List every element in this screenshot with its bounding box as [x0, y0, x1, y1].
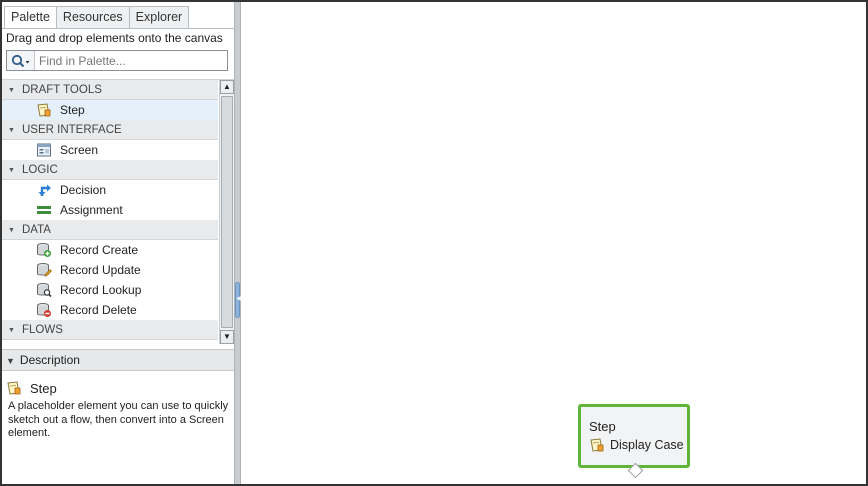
panel-splitter[interactable]: ◀: [234, 2, 241, 484]
category-logic[interactable]: ▼ LOGIC: [2, 160, 218, 180]
description-text: A placeholder element you can use to qui…: [8, 400, 229, 439]
screen-icon: [36, 142, 52, 158]
description-header[interactable]: ▼ Description: [2, 349, 234, 371]
palette-item-record-lookup[interactable]: Record Lookup: [2, 280, 218, 300]
tab-divider: [2, 28, 234, 29]
step-icon: [589, 437, 605, 453]
tab-explorer[interactable]: Explorer: [128, 6, 190, 28]
record-lookup-icon: [36, 282, 52, 298]
palette-search: [6, 50, 228, 71]
item-label: Step: [60, 103, 85, 117]
palette-item-record-create[interactable]: Record Create: [2, 240, 218, 260]
palette-item-decision[interactable]: Decision: [2, 180, 218, 200]
category-label: DRAFT TOOLS: [22, 84, 102, 96]
step-icon: [36, 102, 52, 118]
left-panel: Palette Resources Explorer Drag and drop…: [2, 2, 234, 484]
palette-scrollbar[interactable]: ▲ ▼: [219, 80, 234, 344]
palette-list: ▼ DRAFT TOOLS Step ▼ USER INTERFACE Screen: [2, 79, 234, 345]
node-label: Display Case: [610, 438, 684, 452]
collapse-triangle-icon: ▼: [8, 127, 15, 134]
search-options-button[interactable]: [7, 51, 35, 70]
description-title-label: Step: [30, 380, 57, 396]
category-data[interactable]: ▼ DATA: [2, 220, 218, 240]
canvas-step-node[interactable]: Step Display Case: [578, 404, 690, 468]
item-label: Record Create: [60, 243, 139, 257]
collapse-triangle-icon: ▼: [8, 327, 15, 334]
category-label: FLOWS: [22, 324, 63, 336]
category-draft-tools[interactable]: ▼ DRAFT TOOLS: [2, 80, 218, 100]
tab-resources[interactable]: Resources: [55, 6, 130, 28]
search-icon: [11, 54, 29, 67]
scroll-down-button[interactable]: ▼: [220, 330, 234, 344]
collapse-triangle-icon: ▼: [8, 167, 15, 174]
item-label: Record Lookup: [60, 283, 142, 297]
item-label: Assignment: [60, 203, 123, 217]
palette-item-step[interactable]: Step: [2, 100, 218, 120]
scroll-up-button[interactable]: ▲: [220, 80, 234, 94]
scroll-thumb[interactable]: [221, 96, 233, 328]
assignment-icon: [36, 202, 52, 218]
flow-canvas[interactable]: Step Display Case: [242, 2, 866, 484]
item-label: Decision: [60, 183, 107, 197]
decision-icon: [36, 182, 52, 198]
splitter-grip[interactable]: ◀: [235, 282, 241, 318]
item-label: Screen: [60, 143, 99, 157]
collapse-arrow-icon: ◀: [236, 296, 241, 302]
node-label-row: Display Case: [589, 437, 684, 453]
collapse-triangle-icon: ▼: [8, 227, 15, 234]
collapse-triangle-icon: ▼: [8, 87, 15, 94]
collapse-triangle-icon: ▼: [6, 356, 15, 366]
tab-palette[interactable]: Palette: [4, 6, 57, 29]
palette-item-record-update[interactable]: Record Update: [2, 260, 218, 280]
item-label: Record Delete: [60, 303, 137, 317]
description-header-label: Description: [19, 353, 80, 367]
category-flows[interactable]: ▼ FLOWS: [2, 320, 218, 340]
record-update-icon: [36, 262, 52, 278]
search-input[interactable]: [35, 51, 227, 70]
category-label: DATA: [22, 224, 51, 236]
palette-items: ▼ DRAFT TOOLS Step ▼ USER INTERFACE Screen: [2, 80, 218, 340]
category-label: LOGIC: [22, 164, 58, 176]
palette-item-assignment[interactable]: Assignment: [2, 200, 218, 220]
step-icon: [6, 380, 22, 396]
palette-item-screen[interactable]: Screen: [2, 140, 218, 160]
description-title: Step: [6, 380, 57, 396]
palette-item-record-delete[interactable]: Record Delete: [2, 300, 218, 320]
panel-tabs: Palette Resources Explorer: [4, 6, 190, 29]
record-create-icon: [36, 242, 52, 258]
category-user-interface[interactable]: ▼ USER INTERFACE: [2, 120, 218, 140]
item-label: Record Update: [60, 263, 141, 277]
palette-hint: Drag and drop elements onto the canvas: [6, 31, 223, 45]
category-label: USER INTERFACE: [22, 124, 122, 136]
record-delete-icon: [36, 302, 52, 318]
node-title: Step: [589, 419, 616, 434]
